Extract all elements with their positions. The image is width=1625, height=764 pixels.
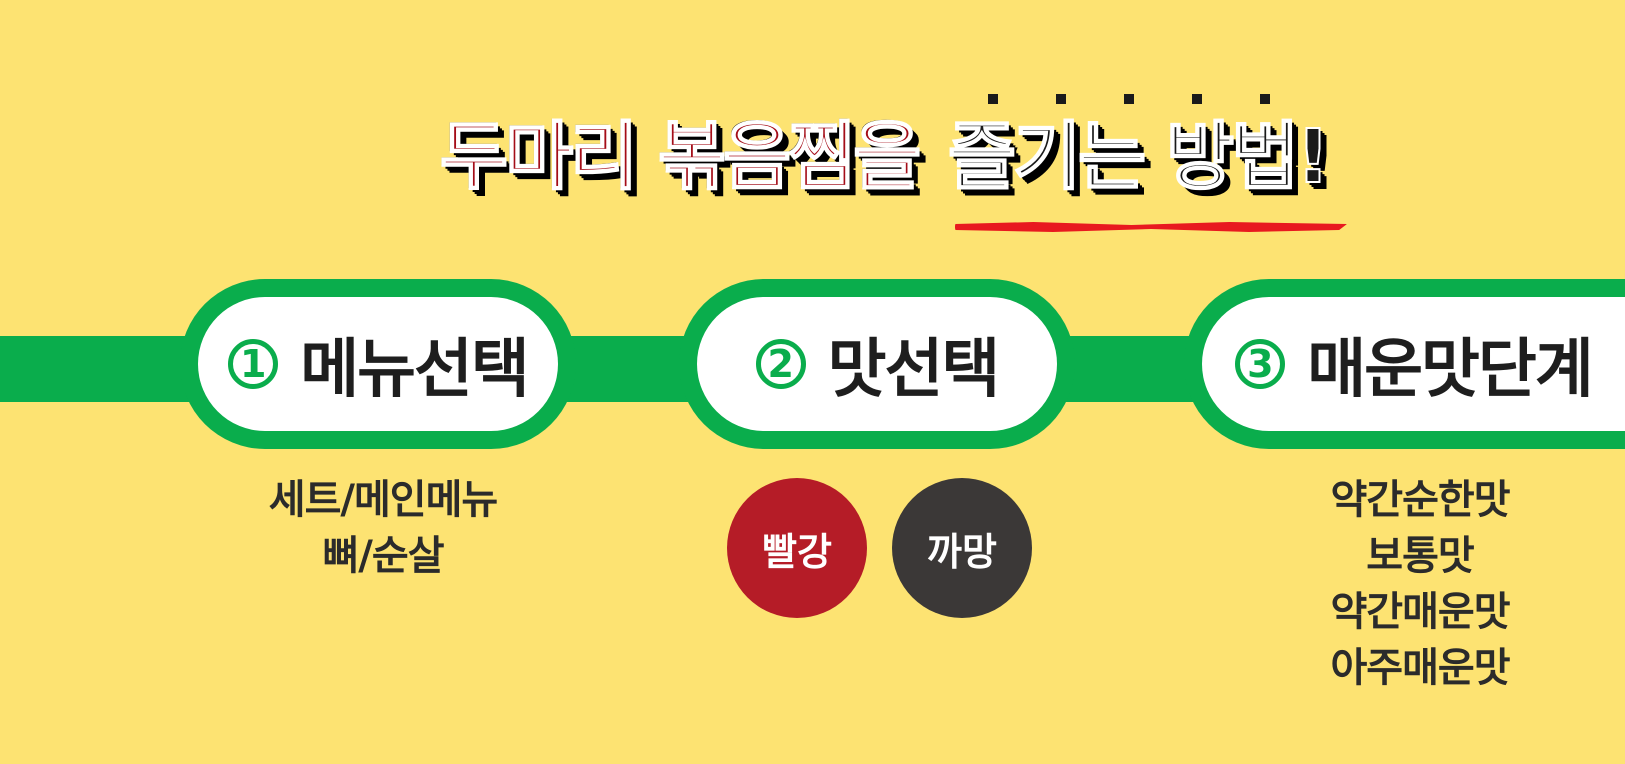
- emphasis-dot: [1260, 94, 1270, 104]
- spice-level-item: 약간매운맛: [1330, 589, 1511, 635]
- step-label-spice: 매운맛단계: [1307, 333, 1593, 407]
- menu-options-list: 세트/메인메뉴 뼈/순살: [228, 472, 538, 584]
- step-number-2: 2: [755, 339, 806, 389]
- step-menu-select: 1 메뉴선택: [180, 279, 576, 449]
- flavor-black-badge: 까망: [892, 478, 1032, 618]
- menu-option-item: 뼈/순살: [322, 533, 444, 579]
- spice-level-item: 아주매운맛: [1330, 645, 1511, 691]
- step-number-3: 3: [1235, 339, 1286, 389]
- step-label-taste: 맛선택: [827, 333, 1001, 407]
- step-taste-select: 2 맛선택: [679, 279, 1075, 449]
- spice-level-item: 약간순한맛: [1330, 477, 1511, 523]
- title-underline: [955, 222, 1347, 232]
- spice-level-item: 보통맛: [1366, 533, 1474, 579]
- step-label-menu: 메뉴선택: [300, 333, 530, 407]
- spice-level-list: 약간순한맛 보통맛 약간매운맛 아주매운맛: [1270, 472, 1570, 696]
- flavor-label: 빨강: [762, 529, 832, 574]
- menu-option-item: 세트/메인메뉴: [268, 477, 498, 523]
- emphasis-dot: [1056, 94, 1066, 104]
- emphasis-dot: [988, 94, 998, 104]
- step-spice-level: 3 매운맛단계: [1184, 279, 1625, 449]
- flavor-label: 까망: [927, 529, 997, 574]
- title-part-black: 즐기는 방법!: [947, 114, 1331, 200]
- step-number-1: 1: [228, 339, 279, 389]
- title-part-red: 두마리 볶음찜을: [439, 114, 922, 200]
- emphasis-dot: [1192, 94, 1202, 104]
- page-title: 두마리 볶음찜을 즐기는 방법!: [0, 80, 1625, 250]
- flavor-red-badge: 빨강: [727, 478, 867, 618]
- emphasis-dot: [1124, 94, 1134, 104]
